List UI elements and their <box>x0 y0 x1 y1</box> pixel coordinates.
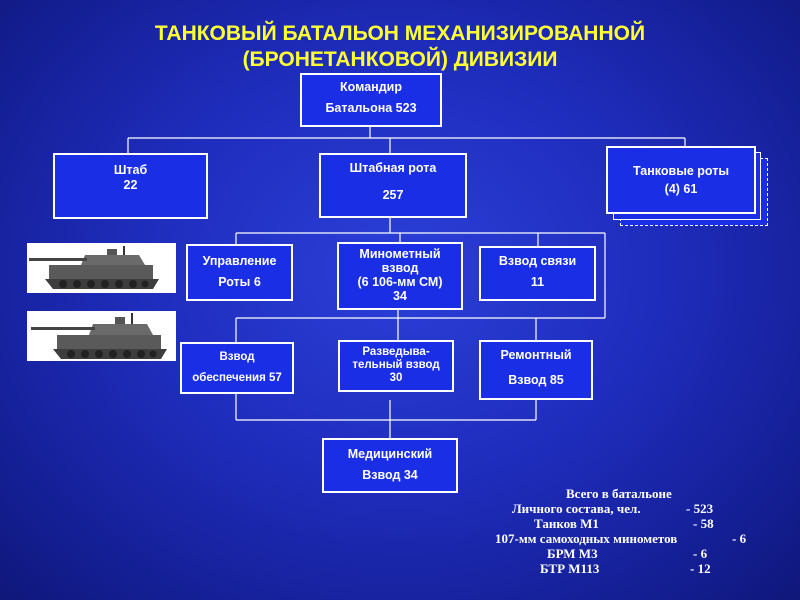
mortar-platoon-label2: взвод <box>381 261 419 275</box>
page-title-line1: ТАНКОВЫЙ БАТАЛЬОН МЕХАНИЗИРОВАННОЙ <box>154 22 646 45</box>
summary-row-label: Личного состава, чел. <box>512 501 641 516</box>
mortar-platoon-count: 34 <box>393 289 407 303</box>
signal-platoon-box: Взвод связи 11 <box>479 246 596 301</box>
recon-platoon-count: 30 <box>389 372 403 384</box>
tank-icon <box>31 313 167 359</box>
tank-image-1 <box>27 243 176 293</box>
support-platoon-count: обеспечения 57 <box>192 372 282 384</box>
summary-row-label: Танков М1 <box>534 516 599 531</box>
support-platoon-box: Взвод обеспечения 57 <box>180 342 294 394</box>
hq-company-count: 257 <box>382 188 404 202</box>
commander-count: Батальона 523 <box>325 101 417 115</box>
page-title-line2: (БРОНЕТАНКОВОЙ) ДИВИЗИИ <box>242 48 558 71</box>
recon-platoon-label2: тельный взвод <box>352 359 440 371</box>
hq-company-box: Штабная рота 257 <box>319 153 467 218</box>
tank-companies-box: Танковые роты (4) 61 <box>606 146 756 214</box>
repair-platoon-box: Ремонтный Взвод 85 <box>479 340 593 400</box>
hq-label: Штаб <box>113 163 148 177</box>
medical-platoon-count: Взвод 34 <box>362 468 418 482</box>
tank-companies-label: Танковые роты <box>632 164 730 178</box>
summary-heading: Всего в батальоне <box>566 486 672 501</box>
summary-row-value: - 6 <box>732 531 747 546</box>
medical-platoon-box: Медицинский Взвод 34 <box>322 438 458 493</box>
company-management-box: Управление Роты 6 <box>186 244 293 301</box>
company-management-label: Управление <box>202 254 277 268</box>
commander-label: Командир <box>340 80 402 94</box>
recon-platoon-box: Разведыва- тельный взвод 30 <box>338 340 454 392</box>
summary-row-value: - 6 <box>693 546 708 561</box>
commander-box: Командир Батальона 523 <box>300 73 442 127</box>
summary-row-value: - 12 <box>690 561 711 576</box>
tank-image-2 <box>27 311 176 361</box>
hq-box: Штаб 22 <box>53 153 208 219</box>
mortar-platoon-weapons: (6 106-мм СМ) <box>357 275 443 289</box>
support-platoon-label: Взвод <box>219 351 255 363</box>
repair-platoon-label: Ремонтный <box>500 348 572 362</box>
summary-row-label: 107-мм самоходных минометов <box>495 531 678 546</box>
summary-row-label: БТР М113 <box>540 561 600 576</box>
hq-count: 22 <box>123 178 138 192</box>
signal-platoon-count: 11 <box>530 275 545 289</box>
tank-icon <box>29 246 159 289</box>
summary-row-value: - 58 <box>693 516 714 531</box>
medical-platoon-label: Медицинский <box>347 447 433 461</box>
summary-row-label: БРМ М3 <box>547 546 598 561</box>
signal-platoon-label: Взвод связи <box>498 254 577 268</box>
repair-platoon-count: Взвод 85 <box>508 373 564 387</box>
mortar-platoon-box: Минометный взвод (6 106-мм СМ) 34 <box>337 242 463 310</box>
mortar-platoon-label: Минометный <box>359 247 441 261</box>
summary-row-value: - 523 <box>686 501 714 516</box>
tank-companies-count: (4) 61 <box>664 182 698 196</box>
recon-platoon-label: Разведыва- <box>362 346 430 358</box>
company-management-count: Роты 6 <box>218 275 261 289</box>
hq-company-label: Штабная рота <box>349 161 437 175</box>
